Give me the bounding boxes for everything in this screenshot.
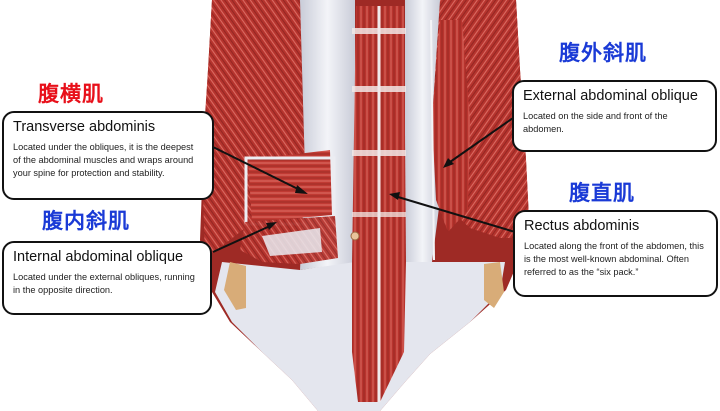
rectus-chinese-label: 腹直肌 <box>569 181 635 205</box>
external-title: External abdominal oblique <box>523 88 698 104</box>
right-hip-skin <box>484 262 504 308</box>
transverse-pointer-line <box>212 146 301 191</box>
internal-pointer-line <box>212 225 271 253</box>
internal-chinese-label: 腹内斜肌 <box>42 209 130 233</box>
external-callout-box: External abdominal oblique Located on th… <box>512 80 717 152</box>
right-oblique-strip <box>432 20 470 232</box>
rectus-title: Rectus abdominis <box>524 218 640 234</box>
external-pointer-line <box>449 117 514 163</box>
transverse-title: Transverse abdominis <box>13 119 156 135</box>
rectus-pointer-line <box>397 196 516 233</box>
navel <box>350 231 360 241</box>
rectus-description: Located along the front of the abdomen, … <box>524 240 704 277</box>
pointer-lines <box>212 117 516 253</box>
transverse-description: Located under the obliques, it is the de… <box>13 141 194 178</box>
rectus-callout-box: Rectus abdominis Located along the front… <box>513 210 718 297</box>
internal-callout-box: Internal abdominal oblique Located under… <box>2 241 212 315</box>
external-chinese-label: 腹外斜肌 <box>559 41 647 65</box>
torso <box>200 0 530 411</box>
left-hip-skin <box>224 262 246 310</box>
rectus-abdominis-muscle <box>350 6 406 402</box>
internal-oblique-fascia <box>262 228 322 256</box>
internal-description: Located under the external obliques, run… <box>13 271 195 295</box>
transverse-callout-box: Transverse abdominis Located under the o… <box>2 111 214 200</box>
internal-title: Internal abdominal oblique <box>13 249 184 265</box>
external-description: Located on the side and front of the abd… <box>523 110 668 134</box>
transverse-chinese-label: 腹横肌 <box>38 82 104 106</box>
